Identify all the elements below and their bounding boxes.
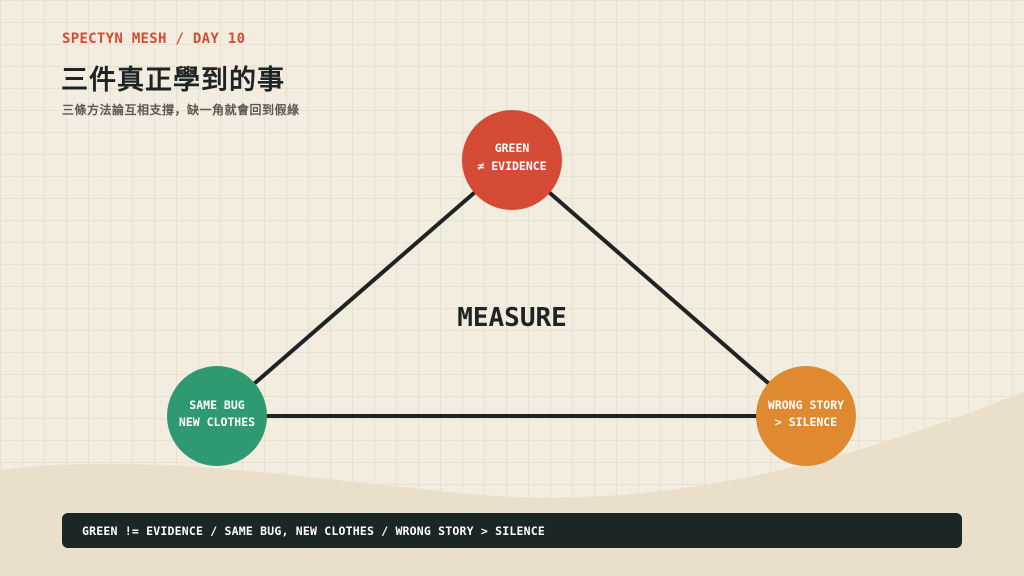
node-left-line-1: SAME BUG — [189, 398, 244, 412]
node-left: SAME BUG NEW CLOTHES — [167, 366, 267, 466]
node-right: WRONG STORY > SILENCE — [756, 366, 856, 466]
node-right-line-2: > SILENCE — [775, 415, 837, 429]
node-right-circle — [756, 366, 856, 466]
node-top-line-2: ≠ EVIDENCE — [477, 159, 546, 173]
node-top-circle — [462, 110, 562, 210]
footer-summary: GREEN != EVIDENCE / SAME BUG, NEW CLOTHE… — [82, 523, 546, 538]
triangle-edges — [215, 158, 808, 418]
center-label: MEASURE — [457, 303, 567, 333]
edge-top-left — [215, 158, 514, 418]
edge-top-right — [510, 158, 808, 418]
series-kicker: SPECTYN MESH / DAY 10 — [62, 31, 246, 47]
page-title: 三件真正學到的事 — [61, 65, 285, 96]
node-left-line-2: NEW CLOTHES — [179, 415, 255, 429]
footer-bar: GREEN != EVIDENCE / SAME BUG, NEW CLOTHE… — [62, 513, 962, 548]
node-top: GREEN ≠ EVIDENCE — [462, 110, 562, 210]
node-top-line-1: GREEN — [495, 141, 530, 155]
node-right-line-1: WRONG STORY — [768, 398, 844, 412]
page-subtitle: 三條方法論互相支撐，缺一角就會回到假綠 — [62, 103, 300, 117]
node-left-circle — [167, 366, 267, 466]
